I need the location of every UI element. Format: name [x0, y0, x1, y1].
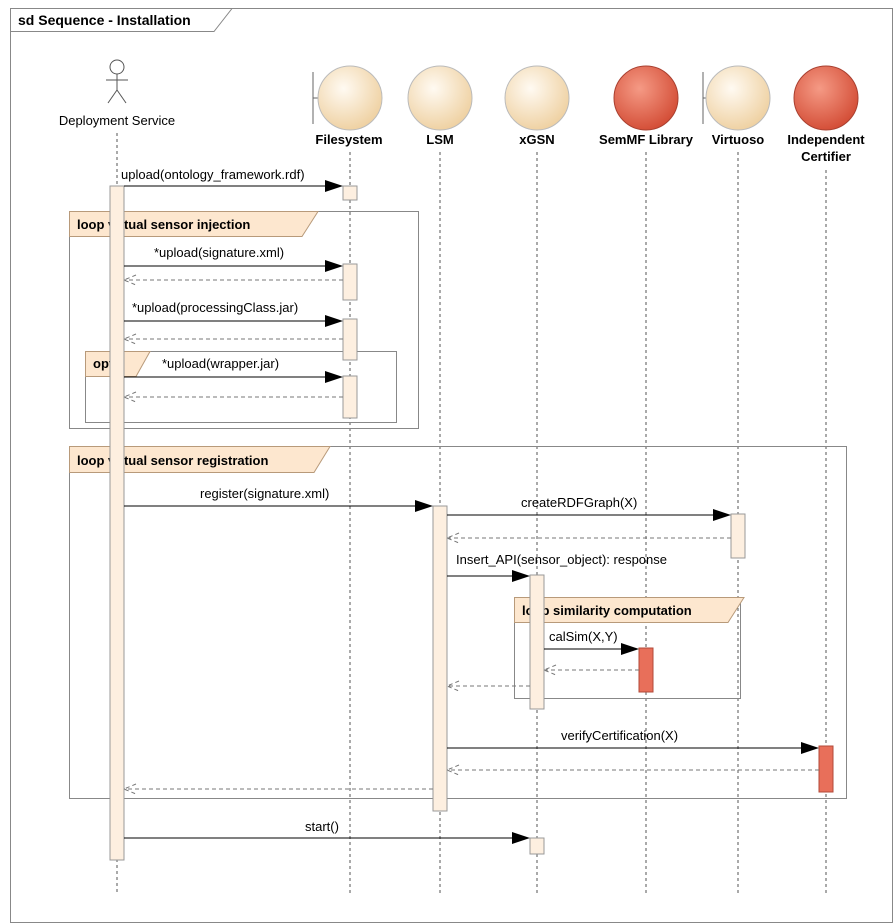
fragment-similarity-label: loop similarity computation [522, 603, 692, 618]
message-label-2: *upload(signature.xml) [154, 245, 284, 260]
message-label-1: upload(ontology_framework.rdf) [121, 167, 305, 182]
message-upload-ontology [124, 180, 343, 192]
message-start [124, 832, 530, 844]
message-label-6: createRDFGraph(X) [521, 495, 637, 510]
outer-frame [10, 8, 893, 923]
activation-fs-3 [342, 318, 358, 361]
lifeline-label-semmf: SemMF Library [599, 132, 694, 147]
lifeline-head-filesystem [312, 65, 383, 131]
frame-title: sd Sequence - Installation [18, 12, 191, 28]
message-return-to-deployment [122, 783, 433, 795]
message-label-5: register(signature.xml) [200, 486, 329, 501]
message-upload-processing [122, 315, 343, 345]
message-label-10: start() [305, 819, 339, 834]
message-insert-api [445, 570, 530, 692]
activation-lsm [432, 505, 448, 812]
lifeline-head-xgsn [504, 65, 570, 131]
fragment-opt-label: opt [93, 356, 114, 371]
fragment-similarity [514, 597, 745, 699]
fragment-injection-label: loop virtual sensor injection [77, 217, 250, 232]
lifeline-head-certifier [793, 65, 859, 131]
message-create-rdf-graph [445, 509, 731, 544]
lifeline-label-xgsn: xGSN [519, 132, 554, 147]
actor-label: Deployment Service [59, 113, 175, 128]
message-label-9: verifyCertification(X) [561, 728, 678, 743]
fragment-registration-label: loop virtual sensor registration [77, 453, 268, 468]
lifeline-head-lsm [407, 65, 473, 131]
message-verify-certification [445, 742, 819, 776]
activation-virtuoso [730, 513, 746, 559]
message-upload-signature [122, 260, 343, 286]
activation-certifier [818, 745, 834, 793]
activation-xgsn-1 [529, 574, 545, 710]
lifeline-label-certifier-1: Independent [787, 132, 865, 147]
actor-deployment-service [106, 59, 128, 104]
activation-semmf [638, 647, 654, 693]
lifeline-label-virtuoso: Virtuoso [712, 132, 765, 147]
lifeline-label-lsm: LSM [426, 132, 453, 147]
activation-fs-4 [342, 375, 358, 419]
frame-title-tab [10, 8, 234, 32]
message-label-3: *upload(processingClass.jar) [132, 300, 298, 315]
message-label-8: calSim(X,Y) [549, 629, 618, 644]
fragment-injection [69, 211, 419, 429]
activation-fs-1 [342, 185, 358, 201]
lifeline-label-filesystem: Filesystem [315, 132, 382, 147]
message-label-4: *upload(wrapper.jar) [162, 356, 279, 371]
message-upload-wrapper [122, 371, 343, 403]
lifeline-head-semmf [613, 65, 679, 131]
activation-deployment [109, 185, 125, 861]
message-register [124, 500, 433, 512]
activation-fs-2 [342, 263, 358, 301]
lifeline-head-virtuoso [702, 65, 771, 131]
activation-xgsn-2 [529, 837, 545, 855]
message-calsim [542, 643, 639, 676]
lifeline-label-certifier-2: Certifier [801, 149, 851, 164]
fragment-registration [69, 446, 847, 799]
message-label-7: Insert_API(sensor_object): response [456, 552, 667, 567]
